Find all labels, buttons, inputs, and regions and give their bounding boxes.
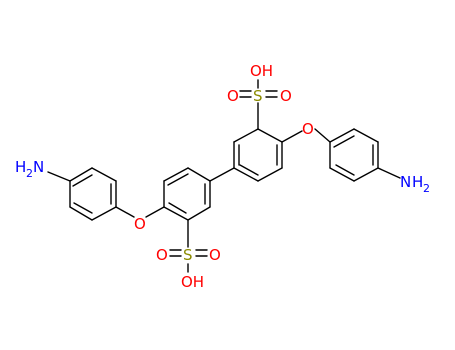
bond bbox=[187, 206, 211, 221]
bond bbox=[239, 164, 259, 176]
bond bbox=[377, 167, 401, 179]
ether-oxygen-label: O bbox=[134, 215, 146, 233]
amine-subscript: 2 bbox=[26, 167, 33, 180]
hydroxyl-label: OH bbox=[250, 62, 273, 80]
sulfur-label: S bbox=[253, 87, 263, 105]
sulfur-label: S bbox=[183, 246, 193, 264]
bond bbox=[72, 174, 93, 187]
hydroxyl-label: OH bbox=[181, 273, 204, 291]
bond bbox=[145, 206, 165, 218]
ether-oxygen-label: O bbox=[302, 120, 314, 138]
bond bbox=[91, 206, 117, 221]
bond bbox=[233, 167, 259, 182]
bond bbox=[233, 128, 259, 143]
bond bbox=[329, 128, 355, 143]
bonds bbox=[47, 102, 401, 248]
bond bbox=[167, 173, 189, 186]
bond bbox=[329, 167, 355, 182]
bond bbox=[333, 135, 355, 148]
bond bbox=[281, 130, 303, 143]
bond bbox=[257, 128, 283, 143]
bond bbox=[47, 171, 71, 182]
bond bbox=[314, 128, 331, 143]
bond bbox=[163, 206, 189, 221]
oxygen-label: O bbox=[280, 87, 292, 105]
amine-h-label: H bbox=[412, 173, 423, 191]
bond bbox=[353, 128, 379, 143]
bond bbox=[168, 202, 187, 214]
bond bbox=[353, 167, 379, 182]
oxygen-label: O bbox=[209, 246, 221, 264]
bond bbox=[69, 206, 93, 221]
bond bbox=[335, 164, 355, 176]
amine-n-label: N bbox=[33, 158, 44, 176]
bond bbox=[187, 167, 211, 182]
bond bbox=[163, 167, 189, 182]
bond bbox=[73, 202, 93, 214]
atom-labels: H 2 N O S O O OH OH S O O O N H 2 bbox=[15, 62, 430, 291]
amine-n-label: N bbox=[400, 173, 411, 191]
bond bbox=[69, 167, 93, 182]
bond bbox=[209, 167, 235, 182]
amine-subscript: 2 bbox=[423, 182, 430, 195]
oxygen-label: O bbox=[227, 87, 239, 105]
oxygen-label: O bbox=[156, 246, 168, 264]
bond bbox=[257, 167, 283, 182]
bond bbox=[115, 206, 135, 218]
amine-h-label: H bbox=[15, 158, 26, 176]
bond bbox=[91, 167, 117, 182]
